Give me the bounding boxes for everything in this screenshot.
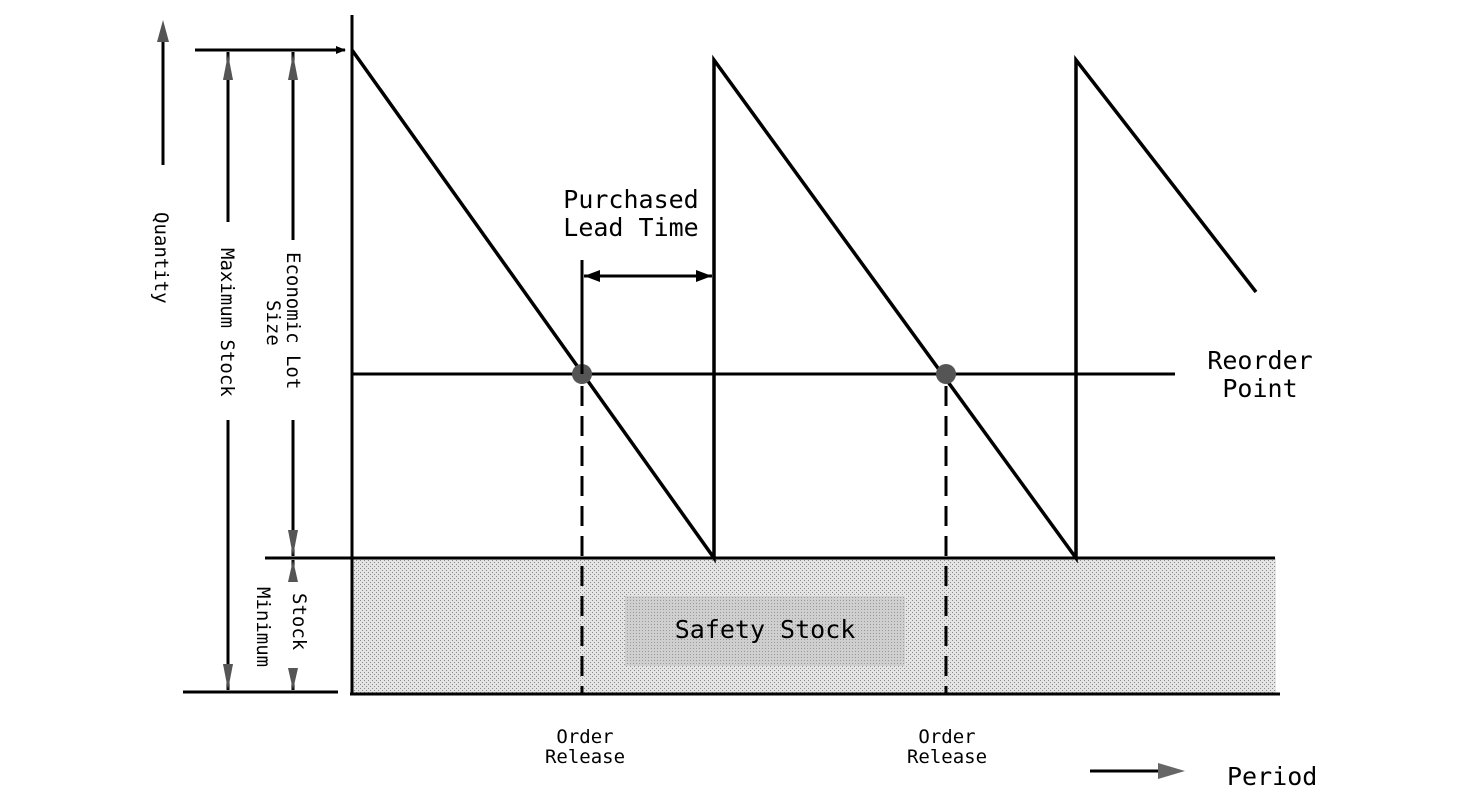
period-label: Period [1227, 762, 1317, 791]
purchased-lead-time-label-line2: Lead Time [563, 213, 698, 242]
inventory-level-curve [350, 48, 1258, 564]
period-arrow-head [1158, 763, 1185, 779]
minimum-stock-arrow-down [288, 668, 298, 690]
quantity-arrow-head [157, 20, 169, 42]
lead-time-arrow-right-head [696, 270, 712, 282]
economic-lot-size-label-line2: Size [262, 300, 284, 346]
safety-stock-label-box [625, 596, 905, 666]
quantity-label: Quantity [150, 212, 172, 304]
economic-lot-arrow-down [288, 530, 298, 556]
lead-time-arrow-left-head [584, 270, 600, 282]
maximum-stock-label: Maximum Stock [216, 248, 238, 397]
maximum-stock-top-arrowhead [336, 46, 346, 54]
safety-stock-label: Safety Stock [675, 615, 856, 644]
minimum-stock-label-line1: Stock [288, 593, 310, 651]
order-release-1-label-line1: Order [556, 726, 613, 748]
purchased-lead-time-label-line1: Purchased [563, 185, 698, 214]
minimum-stock-arrow-up [288, 560, 298, 582]
maximum-stock-arrow-down [223, 664, 233, 690]
economic-lot-size-label-line1: Economic Lot [282, 252, 304, 389]
order-release-1-label-line2: Release [545, 746, 625, 768]
reorder-point-label-line2: Point [1222, 374, 1297, 403]
order-release-2-label-line2: Release [907, 746, 987, 768]
maximum-stock-arrow-up [223, 54, 233, 80]
order-release-2-label-line1: Order [918, 726, 975, 748]
economic-lot-arrow-up [288, 54, 298, 80]
minimum-stock-label-line2: Minimum [252, 587, 274, 667]
reorder-point-label-line1: Reorder [1207, 346, 1312, 375]
reorder-marker-2 [936, 364, 956, 384]
